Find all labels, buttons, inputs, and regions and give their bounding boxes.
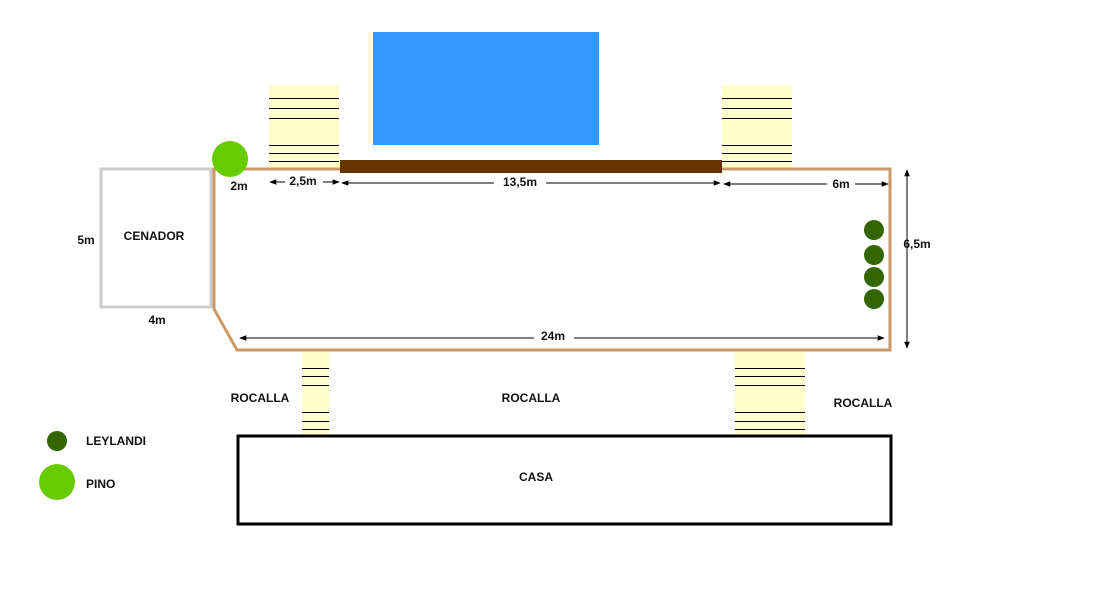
steps-bottom-right	[735, 352, 805, 435]
dimension-garden-depth: 6,5m	[903, 169, 931, 349]
deck-segment-label: 13,5m	[503, 175, 537, 189]
pine-tree	[212, 141, 248, 177]
rockery-right-label: ROCALLA	[834, 396, 893, 410]
steps-bottom-left	[302, 352, 329, 435]
dimension-right-segment: 6m	[723, 175, 889, 191]
leylandi-tree	[864, 220, 884, 240]
dimension-deck-segment: 13,5m	[341, 174, 721, 190]
garden-depth-label: 6,5m	[903, 237, 930, 251]
legend-pino-swatch	[39, 464, 75, 500]
steps-top-left	[269, 85, 339, 168]
gazebo	[99, 167, 213, 309]
gazebo-width-label: 4m	[148, 313, 165, 327]
deck	[340, 160, 722, 173]
legend: LEYLANDI PINO	[39, 431, 146, 500]
legend-leylandi-swatch	[47, 431, 67, 451]
right-segment-label: 6m	[832, 177, 849, 191]
leylandi-tree	[864, 289, 884, 309]
gazebo-label: CENADOR	[124, 229, 185, 243]
house-label: CASA	[519, 470, 553, 484]
dimension-left-segment: 2,5m	[269, 173, 340, 189]
rockery-left-label: ROCALLA	[231, 391, 290, 405]
dimension-garden-length: 24m	[239, 329, 885, 345]
leylandi-row	[864, 220, 884, 309]
garden-outline	[212, 167, 892, 352]
steps-top-right	[722, 85, 792, 168]
leylandi-tree	[864, 267, 884, 287]
house	[236, 434, 893, 526]
legend-pino-label: PINO	[86, 477, 115, 491]
left-segment-label: 2,5m	[289, 174, 316, 188]
rockery-center-label: ROCALLA	[502, 391, 561, 405]
legend-leylandi-label: LEYLANDI	[86, 434, 146, 448]
leylandi-tree	[864, 245, 884, 265]
pool	[373, 32, 599, 145]
gazebo-depth-label: 5m	[77, 233, 94, 247]
garden-length-label: 24m	[541, 329, 565, 343]
pine-distance-label: 2m	[230, 179, 247, 193]
